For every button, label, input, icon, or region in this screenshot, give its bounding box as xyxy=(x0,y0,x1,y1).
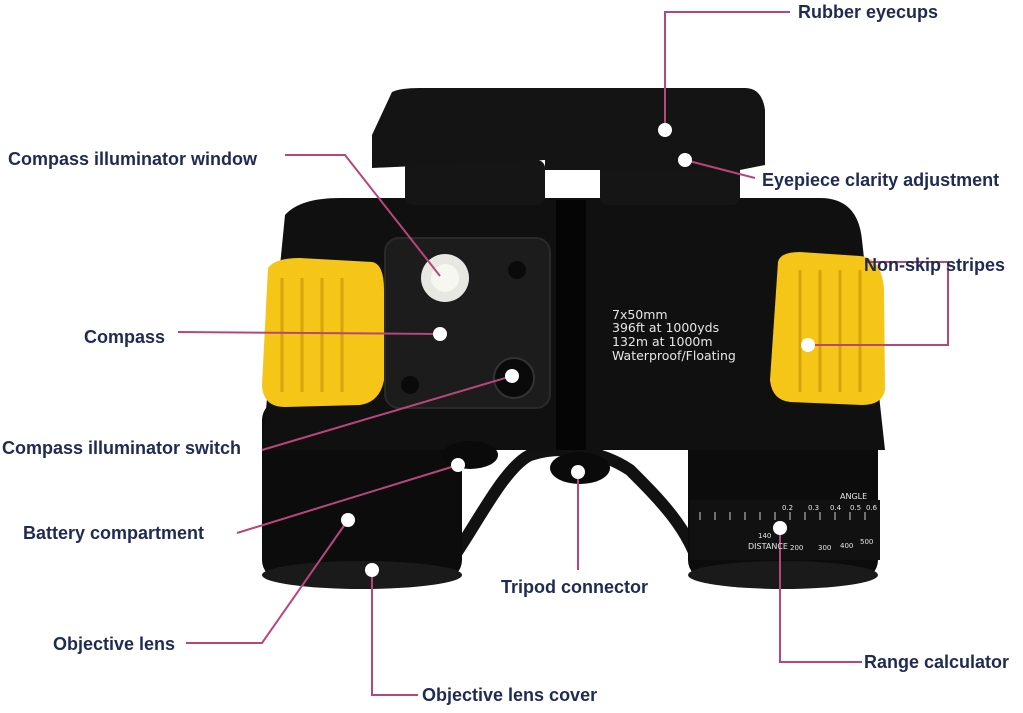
right-grip-stripes xyxy=(798,270,862,392)
leader-compass-window xyxy=(285,154,441,277)
range-distance-tick: 500 xyxy=(860,538,874,546)
neck-strap xyxy=(435,444,706,579)
dot-compass xyxy=(433,327,447,341)
range-angle-tick: 0.6 xyxy=(866,504,878,512)
spec-waterproof: Waterproof/Floating xyxy=(612,348,736,363)
leader-objective-cover xyxy=(371,570,418,696)
battery-compartment-cap xyxy=(442,441,498,469)
compass-screw-bottom xyxy=(401,376,419,394)
dot-battery xyxy=(451,458,465,472)
right-objective-cover xyxy=(688,561,878,589)
label-rubber-eyecups: Rubber eyecups xyxy=(798,2,939,22)
label-compass-illuminator-switch: Compass illuminator switch xyxy=(2,438,242,458)
range-distance-tick: 400 xyxy=(840,542,854,550)
dot-tripod xyxy=(571,465,585,479)
label-range-calculator: Range calculator xyxy=(864,652,1010,672)
leader-lines xyxy=(177,11,949,696)
label-compass-illuminator-window: Compass illuminator window xyxy=(8,149,258,169)
dot-rubber-eyecups xyxy=(658,123,672,137)
label-tripod-connector: Tripod connector xyxy=(501,577,649,597)
spec-field-m: 132m at 1000m xyxy=(612,334,713,349)
range-angle-tick: 0.5 xyxy=(850,504,862,512)
dot-compass-switch xyxy=(505,369,519,383)
range-distance-tick: 300 xyxy=(818,544,832,552)
label-battery-compartment: Battery compartment xyxy=(23,523,205,543)
leader-objective-lens xyxy=(186,519,349,644)
rubber-eyecup-bar xyxy=(372,88,765,170)
leader-nonskip-stripes xyxy=(808,261,949,346)
label-objective-lens-cover: Objective lens cover xyxy=(422,685,598,705)
leader-eyepiece-clarity xyxy=(684,159,756,179)
range-distance-label: DISTANCE xyxy=(748,542,788,551)
compass-screw-top xyxy=(508,261,526,279)
leader-compass-switch xyxy=(261,375,513,451)
leader-compass xyxy=(177,331,441,335)
range-angle-label: ANGLE xyxy=(840,492,868,501)
dot-range-calculator xyxy=(773,521,787,535)
range-scale-ticks xyxy=(699,512,866,520)
callout-dots xyxy=(341,123,815,577)
range-distance-tick: 140 xyxy=(758,532,772,540)
label-objective-lens: Objective lens xyxy=(53,634,176,654)
dot-eyepiece-clarity xyxy=(678,153,692,167)
left-objective-cover xyxy=(262,561,462,589)
leader-battery xyxy=(236,464,459,534)
hinge xyxy=(556,200,586,450)
label-compass: Compass xyxy=(84,327,166,347)
label-eyepiece-clarity-adjustment: Eyepiece clarity adjustment xyxy=(762,170,1000,190)
dot-nonskip-stripes xyxy=(801,338,815,352)
leader-range-calculator xyxy=(779,528,862,663)
right-eyepiece xyxy=(600,160,740,205)
dot-objective-cover xyxy=(365,563,379,577)
range-angle-tick: 0.3 xyxy=(808,504,820,512)
range-angle-tick: 0.4 xyxy=(830,504,842,512)
dot-objective-lens xyxy=(341,513,355,527)
compass-illuminator-window-center xyxy=(431,264,459,292)
spec-magnification: 7x50mm xyxy=(612,307,668,322)
leader-rubber-eyecups xyxy=(664,11,790,130)
label-non-skip-stripes: Non-skip stripes xyxy=(864,255,1006,275)
left-grip-stripes xyxy=(280,278,344,392)
range-distance-tick: 200 xyxy=(790,544,804,552)
range-angle-tick: 0.2 xyxy=(782,504,794,512)
spec-field-yds: 396ft at 1000yds xyxy=(612,320,720,335)
left-eyepiece xyxy=(405,160,545,205)
